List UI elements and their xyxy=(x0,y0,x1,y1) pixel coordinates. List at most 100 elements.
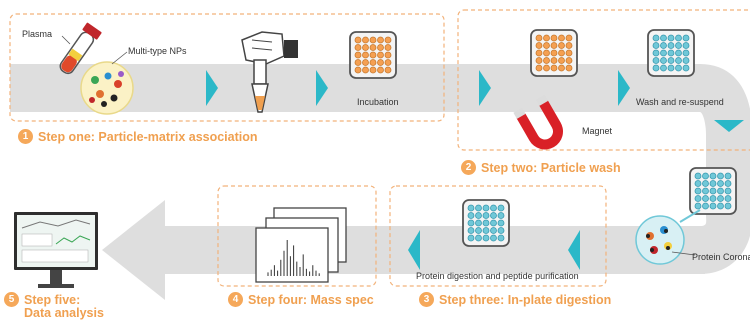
plate-well xyxy=(475,227,482,234)
plate-well xyxy=(354,51,362,59)
plate-well xyxy=(558,64,565,72)
plate-well xyxy=(482,234,490,242)
plate-well xyxy=(467,204,475,212)
arrow-right-2 xyxy=(316,70,328,106)
plate-well xyxy=(497,234,505,242)
pipette-hand-icon xyxy=(241,31,298,113)
plate-well xyxy=(543,34,550,42)
plate-well xyxy=(384,44,392,51)
plate-well xyxy=(724,187,732,195)
plate-well xyxy=(652,34,660,42)
plate-well xyxy=(675,49,682,57)
plate-well xyxy=(482,212,490,219)
plate-well xyxy=(694,187,702,195)
plate-well xyxy=(354,36,362,44)
plate-magnet xyxy=(530,29,578,77)
plate-well xyxy=(694,195,702,202)
step-one: 1 Step one: Particle-matrix association xyxy=(18,129,258,144)
plate-well xyxy=(490,219,497,227)
plate-well xyxy=(362,36,369,44)
plate-well xyxy=(535,57,543,64)
plate-well xyxy=(535,64,543,72)
plate-well xyxy=(675,57,682,64)
plate-well xyxy=(482,204,490,212)
plate-well xyxy=(682,34,690,42)
plate-well xyxy=(467,212,475,219)
plate-well xyxy=(550,57,558,64)
plate-well xyxy=(682,49,690,57)
plate-well xyxy=(694,172,702,180)
plate-well xyxy=(717,195,724,202)
plate-well xyxy=(565,64,573,72)
plasma-leader xyxy=(61,35,71,45)
plate-well xyxy=(490,234,497,242)
plate-well xyxy=(702,187,709,195)
plate-well xyxy=(682,42,690,49)
plate-well xyxy=(482,227,490,234)
plate-well xyxy=(354,59,362,66)
arrow-right-3 xyxy=(479,70,491,106)
plate-well xyxy=(475,212,482,219)
plate-well xyxy=(384,59,392,66)
plate-well xyxy=(377,59,384,66)
step-four-number: 4 xyxy=(228,292,243,307)
plate-well xyxy=(682,57,690,64)
plate-well xyxy=(724,202,732,210)
plate-well xyxy=(475,204,482,212)
plate-well xyxy=(565,34,573,42)
step-four-label: Step four: Mass spec xyxy=(248,292,374,307)
plate-well xyxy=(377,44,384,51)
plate-well xyxy=(369,44,377,51)
step-one-label: Step one: Particle-matrix association xyxy=(38,129,258,144)
step-five-label-line1: Step five: xyxy=(24,292,81,307)
plate-well xyxy=(490,204,497,212)
plate-well xyxy=(709,195,717,202)
plate-well xyxy=(354,44,362,51)
plate-well xyxy=(565,49,573,57)
plate-well xyxy=(369,36,377,44)
plate-well xyxy=(467,234,475,242)
plate-well xyxy=(490,212,497,219)
plate-well xyxy=(709,187,717,195)
plate-well xyxy=(384,51,392,59)
plate-well xyxy=(362,59,369,66)
plate-well xyxy=(717,180,724,187)
plate-well xyxy=(369,66,377,74)
plate-well xyxy=(724,195,732,202)
step-five-number: 5 xyxy=(4,292,19,307)
plate-well xyxy=(362,66,369,74)
step-two-number: 2 xyxy=(461,160,476,175)
step-one-number: 1 xyxy=(18,129,33,144)
plate-well xyxy=(709,180,717,187)
plate-well xyxy=(667,49,675,57)
plate-well xyxy=(694,180,702,187)
step-three-number: 3 xyxy=(419,292,434,307)
plate-well xyxy=(724,180,732,187)
plate-well xyxy=(377,66,384,74)
plate-well xyxy=(354,66,362,74)
step-five-label-line2: Data analysis xyxy=(24,306,104,320)
arrow-right-1 xyxy=(206,70,218,106)
digestion-label: Protein digestion and peptide purificati… xyxy=(416,271,579,281)
plate-well xyxy=(660,57,667,64)
plate-well xyxy=(667,42,675,49)
plate-well xyxy=(565,57,573,64)
plate-well xyxy=(660,49,667,57)
plate-well xyxy=(535,42,543,49)
plate-well xyxy=(543,49,550,57)
step-three: 3 Step three: In-plate digestion xyxy=(419,292,611,307)
plate-well xyxy=(717,172,724,180)
plate-well xyxy=(535,34,543,42)
plate-well xyxy=(565,42,573,49)
step1-box xyxy=(9,13,445,122)
plate-well xyxy=(558,57,565,64)
plate-well xyxy=(675,42,682,49)
plate-well xyxy=(543,42,550,49)
plate-well xyxy=(550,49,558,57)
plate-well xyxy=(369,51,377,59)
plate-corona xyxy=(689,167,737,215)
plate-well xyxy=(550,42,558,49)
arrow-down xyxy=(714,120,744,132)
plate-well xyxy=(702,195,709,202)
plate-well xyxy=(717,187,724,195)
